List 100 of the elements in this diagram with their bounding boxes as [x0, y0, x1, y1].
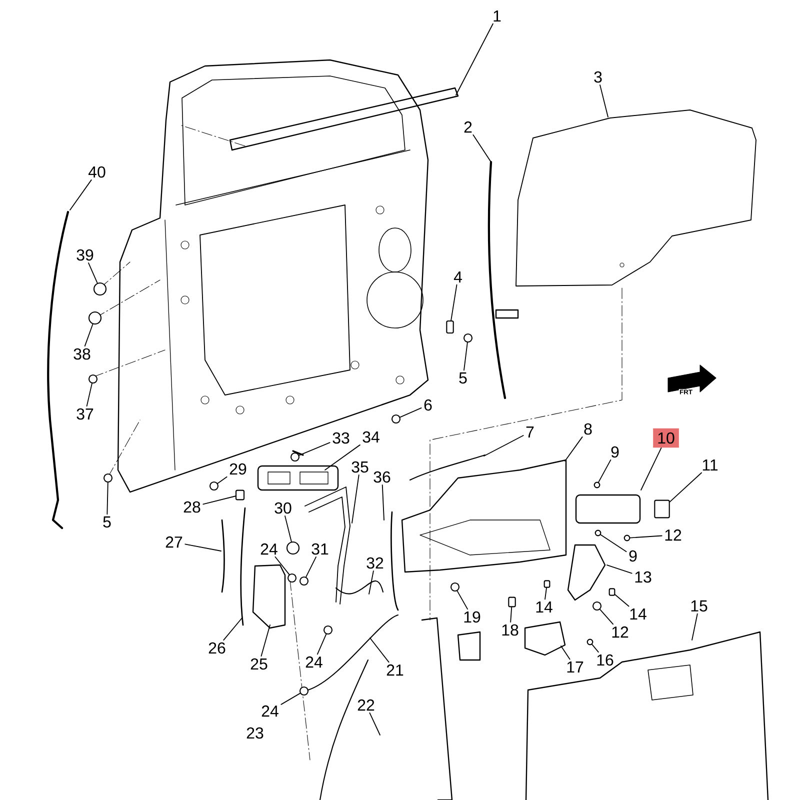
leader-line — [316, 634, 327, 655]
callout-number: 13 — [635, 571, 652, 583]
fastener — [594, 530, 602, 536]
callout-number: 10 — [653, 428, 679, 448]
callout-number: 21 — [386, 664, 404, 676]
leader-line — [202, 496, 236, 505]
callout-number: 8 — [584, 423, 592, 435]
leader-line — [369, 712, 380, 736]
leader-line — [600, 608, 614, 625]
callout-number: 5 — [103, 516, 111, 528]
callout-number: 29 — [230, 463, 246, 475]
leader-line — [284, 515, 292, 542]
leader-line — [400, 407, 422, 418]
leader-line — [692, 613, 698, 640]
fastener — [624, 534, 630, 542]
fastener — [299, 686, 309, 696]
callout-number: 9 — [611, 446, 619, 458]
leader-line — [280, 692, 301, 705]
leader-line — [223, 618, 242, 641]
callout-number: 38 — [74, 348, 90, 360]
callout-number: 5 — [459, 372, 467, 384]
leader-line — [484, 435, 524, 456]
leader-line — [606, 564, 632, 574]
callout-number: 18 — [502, 624, 518, 636]
fastener — [88, 374, 98, 384]
callout-number: 24 — [260, 543, 278, 555]
fastener — [299, 576, 309, 586]
clip — [235, 490, 245, 500]
callout-number: 9 — [629, 550, 637, 562]
callout-number: 22 — [358, 699, 374, 711]
callout-number: 27 — [166, 536, 182, 548]
leader-line — [298, 442, 330, 456]
leader-line — [564, 436, 583, 462]
clip — [654, 500, 670, 518]
callout-number: 3 — [594, 71, 602, 83]
leader-line — [614, 594, 630, 607]
fastener — [287, 573, 297, 583]
leader-line — [450, 284, 458, 321]
leader-line — [640, 447, 662, 490]
leader-line — [544, 587, 547, 600]
callout-number: 1 — [494, 10, 501, 22]
leader-line — [456, 590, 468, 610]
fastener — [592, 601, 602, 611]
fastener — [594, 482, 600, 488]
callout-number: 32 — [366, 557, 384, 569]
callout-number: 37 — [76, 408, 94, 420]
callout-number: 15 — [691, 600, 708, 612]
callout-number: 25 — [250, 658, 268, 670]
callout-number: 34 — [362, 431, 380, 443]
callout-number: 36 — [374, 471, 390, 483]
fastener — [323, 625, 333, 635]
leader-line — [306, 556, 316, 578]
fastener — [586, 638, 594, 646]
callout-number: 40 — [88, 166, 106, 178]
callout-number: 24 — [262, 705, 278, 717]
callout-number: 19 — [464, 611, 480, 623]
leader-line — [472, 134, 492, 162]
callout-number: 24 — [306, 656, 322, 668]
fastener — [103, 473, 113, 483]
callout-number: 16 — [597, 654, 614, 666]
callout-number: 4 — [454, 272, 462, 282]
leader-line — [456, 23, 494, 96]
callout-number: 39 — [76, 249, 94, 261]
fastener — [88, 311, 102, 325]
leader-line — [669, 472, 702, 502]
callout-number: 17 — [567, 662, 584, 673]
callout-number: 23 — [246, 727, 264, 739]
callout-number: 35 — [352, 461, 368, 473]
leader-line — [598, 459, 612, 483]
fastener — [290, 452, 300, 462]
clip — [508, 596, 516, 608]
callout-number: 28 — [184, 501, 200, 513]
leader-line — [592, 644, 599, 653]
leader-line — [106, 482, 108, 515]
leader-line — [600, 84, 608, 118]
fastener — [463, 333, 473, 343]
callout-number: 30 — [274, 502, 292, 514]
leader-line — [510, 606, 512, 623]
callout-number: 31 — [312, 543, 328, 555]
callout-number: 2 — [464, 121, 472, 133]
leader-line — [560, 646, 570, 660]
fastener — [209, 481, 219, 491]
callout-number: 14 — [630, 608, 646, 620]
fastener — [391, 414, 401, 424]
callout-number: 11 — [702, 460, 718, 470]
callout-number: 12 — [612, 626, 628, 638]
leader-line — [352, 474, 360, 524]
leader-line — [260, 624, 270, 657]
fastener — [93, 282, 107, 296]
callout-number: 26 — [208, 642, 226, 654]
leader-line — [600, 534, 627, 552]
clip — [608, 588, 616, 596]
fastener — [450, 582, 460, 592]
callout-number: 12 — [665, 529, 682, 541]
leader-line — [630, 535, 662, 538]
leader-line — [184, 544, 222, 552]
clip — [446, 320, 454, 334]
leader-line — [274, 556, 290, 575]
leader-line — [464, 342, 468, 371]
leader-line — [70, 179, 92, 210]
